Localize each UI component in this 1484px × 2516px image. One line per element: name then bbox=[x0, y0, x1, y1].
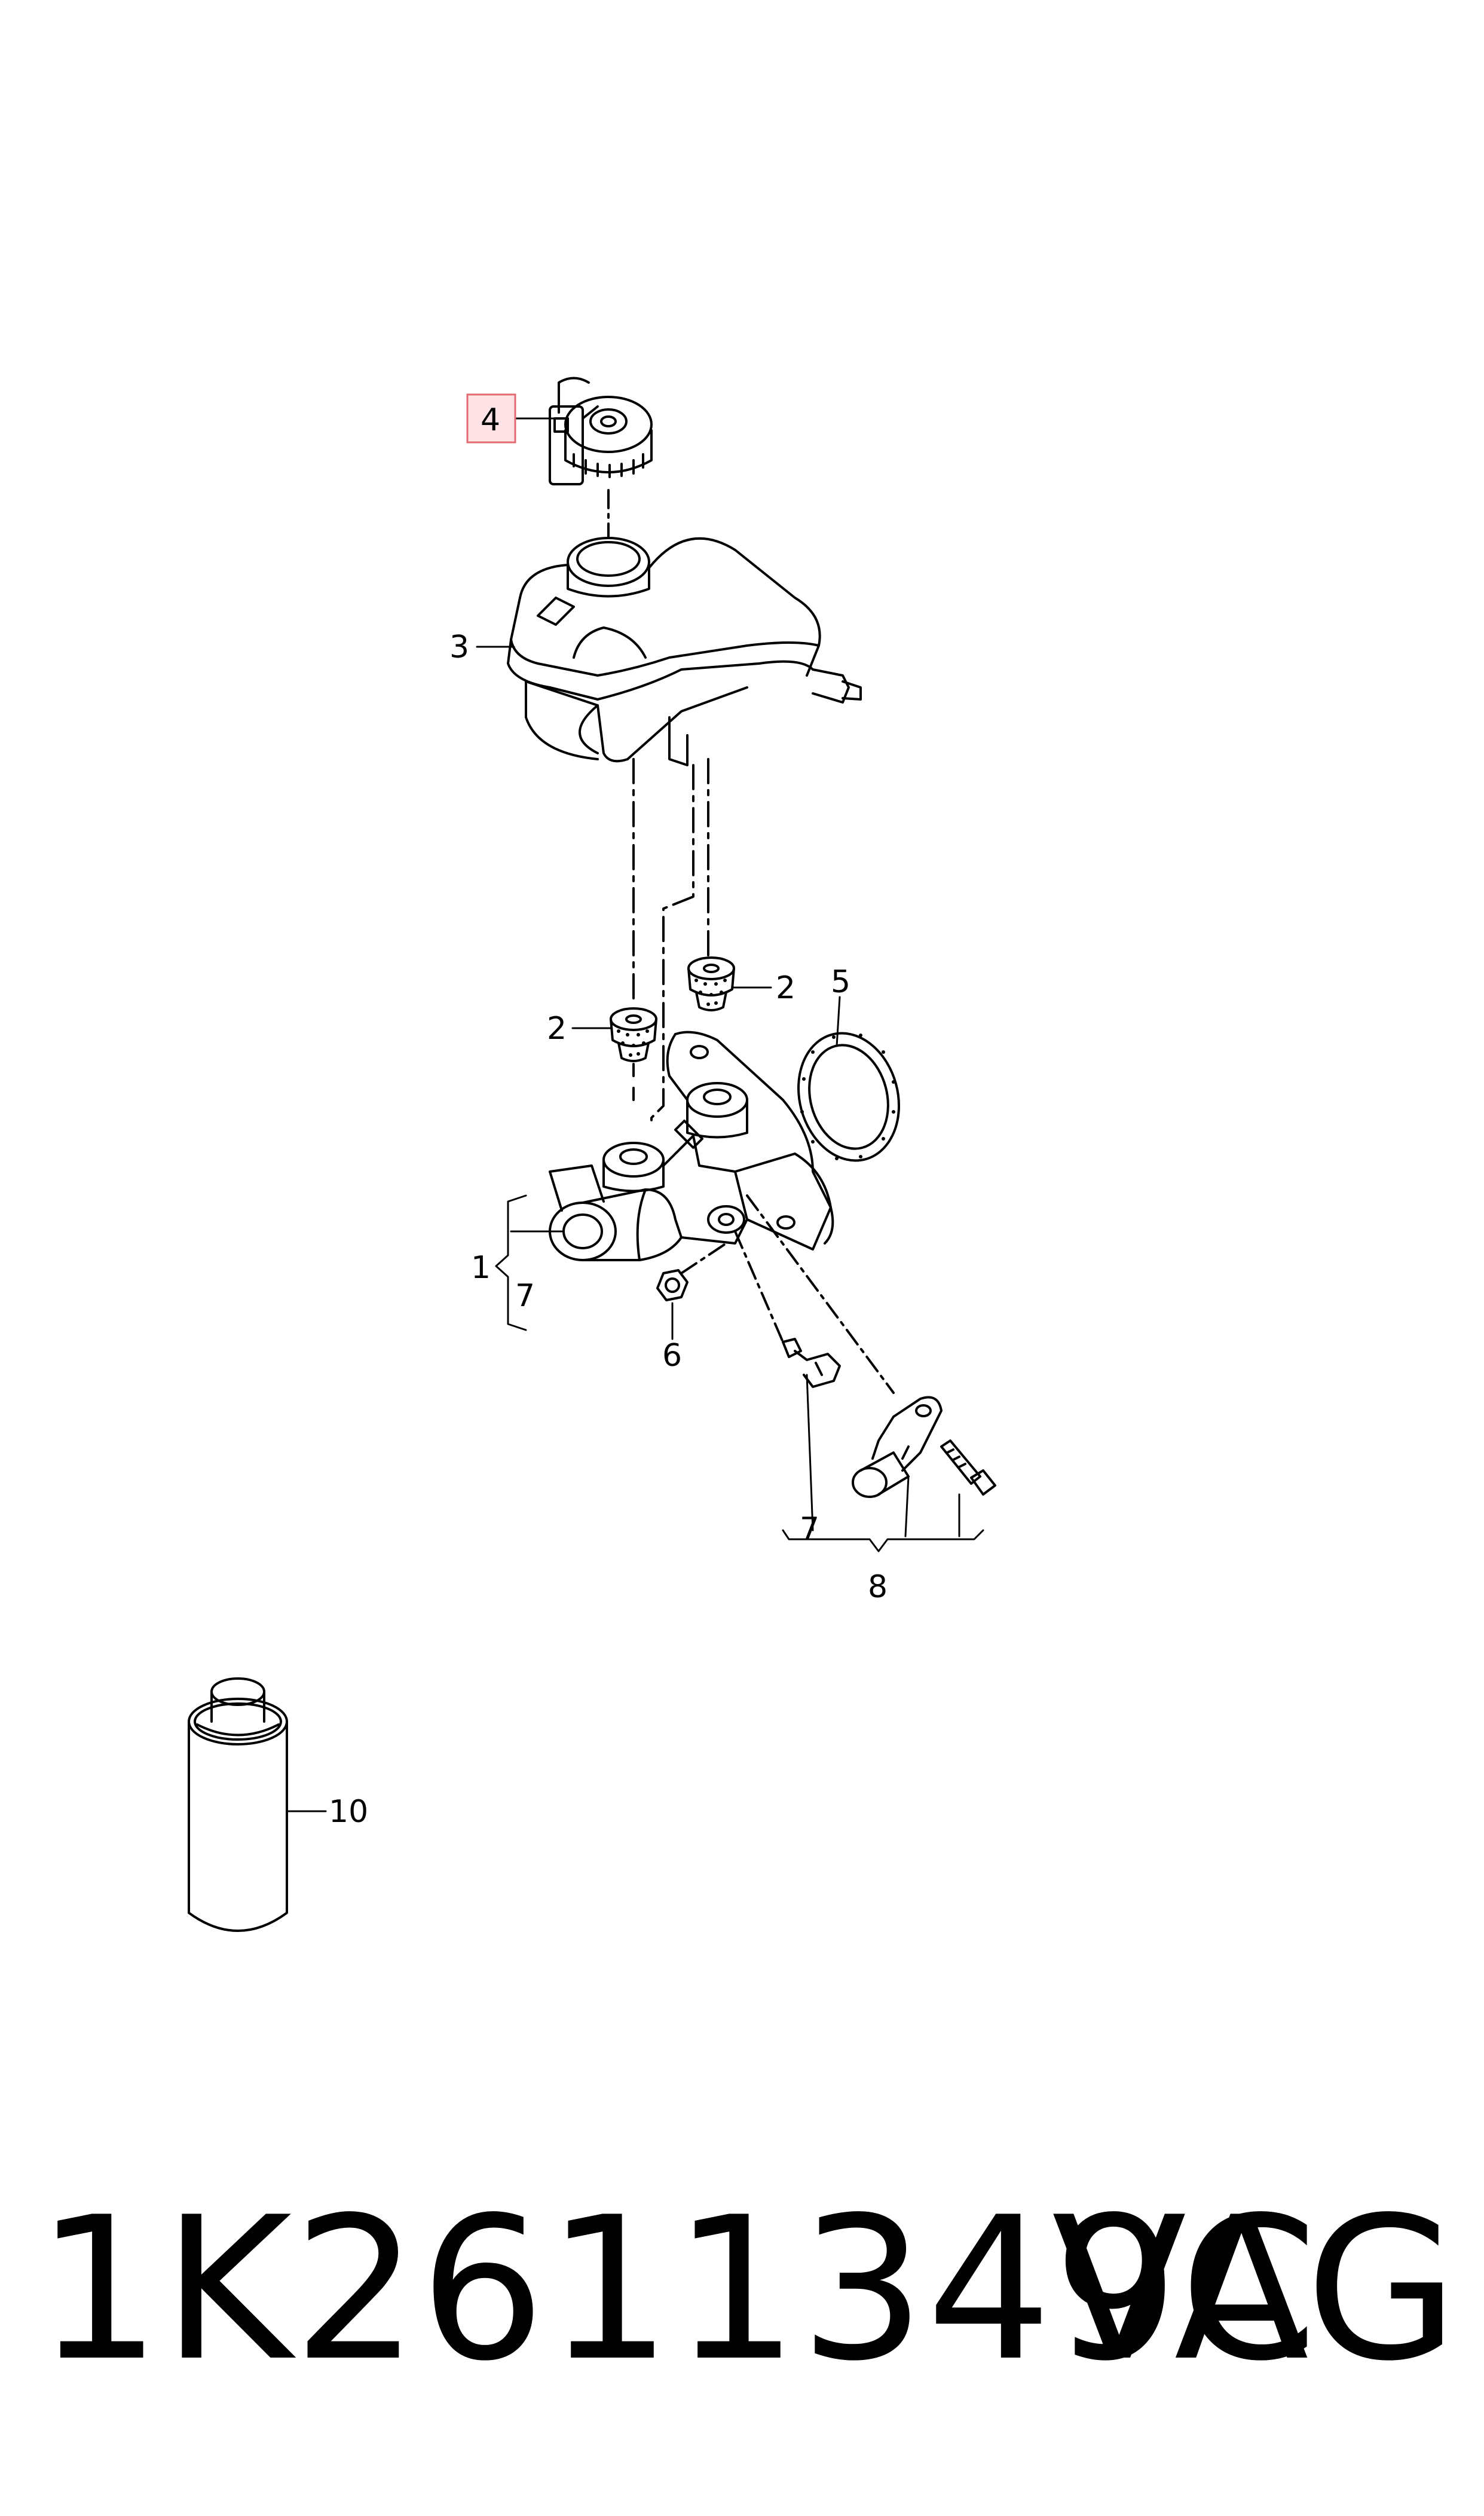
grommet-left bbox=[610, 1007, 657, 1062]
leader-lines bbox=[287, 417, 960, 1812]
brake-master-cylinder bbox=[549, 1031, 834, 1261]
brace-callout-8 bbox=[782, 1529, 984, 1552]
grommet-right bbox=[687, 956, 735, 1011]
callout-3: 3 bbox=[449, 629, 469, 665]
reservoir-cap bbox=[549, 377, 653, 485]
nut bbox=[656, 1269, 689, 1301]
part-number: 1K2611349C bbox=[36, 2175, 1319, 2404]
bracket-dash-line bbox=[746, 1194, 895, 1394]
callout-8: 8 bbox=[868, 1569, 888, 1605]
sensor-bracket bbox=[852, 1396, 943, 1498]
brace-callout-1 bbox=[495, 1194, 527, 1331]
callout-10: 10 bbox=[329, 1794, 368, 1830]
callout-2-right: 2 bbox=[776, 970, 795, 1006]
switch-dash-line bbox=[734, 1230, 784, 1343]
brake-fluid-reservoir bbox=[507, 537, 862, 766]
callout-5: 5 bbox=[831, 964, 850, 1000]
reservoir-to-grommet-line-right bbox=[650, 764, 694, 1125]
callout-7-lower: 7 bbox=[800, 1511, 819, 1547]
callout-6: 6 bbox=[662, 1338, 682, 1374]
footer: 1K2611349C VAG bbox=[36, 2164, 1458, 2415]
callout-2-left: 2 bbox=[547, 1011, 567, 1047]
brake-fluid-bottle bbox=[188, 1677, 288, 1932]
brake-light-switch-small bbox=[782, 1338, 841, 1388]
bracket-bolt bbox=[940, 1439, 996, 1496]
callout-4: 4 bbox=[481, 402, 500, 438]
callout-1: 1 bbox=[471, 1250, 491, 1286]
highlight-box-4 bbox=[466, 393, 516, 444]
seal-ring bbox=[797, 1032, 900, 1162]
nut-leader-dash bbox=[680, 1242, 727, 1274]
callout-7-upper: 7 bbox=[515, 1278, 535, 1314]
brand-name: VAG bbox=[1051, 2175, 1458, 2404]
